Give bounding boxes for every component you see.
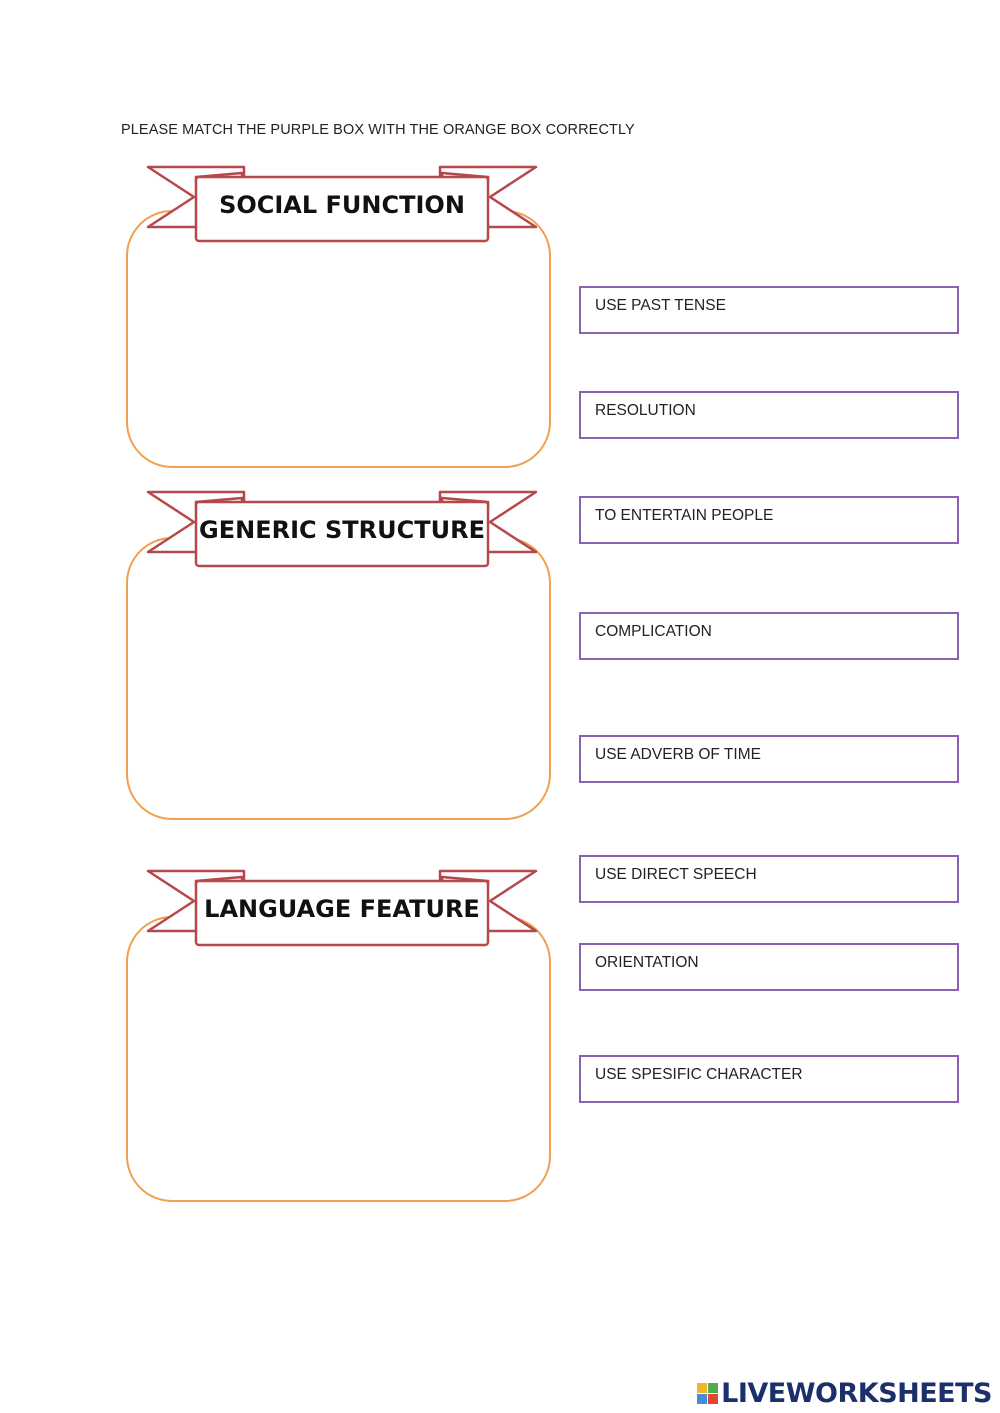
option-box[interactable]: TO ENTERTAIN PEOPLE (579, 496, 959, 544)
drop-box-social-function[interactable] (126, 210, 551, 468)
ribbon-icon (146, 490, 538, 568)
brand-name: LIVEWORKSHEETS (721, 1378, 992, 1409)
option-box[interactable]: COMPLICATION (579, 612, 959, 660)
brand-logo: LIVEWORKSHEETS (697, 1378, 992, 1409)
drop-box-generic-structure[interactable] (126, 537, 551, 820)
drop-box-language-feature[interactable] (126, 916, 551, 1202)
ribbon-icon (146, 869, 538, 947)
option-box[interactable]: USE DIRECT SPEECH (579, 855, 959, 903)
ribbon-banner: LANGUAGE FEATURE (146, 869, 538, 949)
liveworksheets-logo-icon (697, 1383, 719, 1404)
option-box[interactable]: USE SPESIFIC CHARACTER (579, 1055, 959, 1103)
instruction-text: PLEASE MATCH THE PURPLE BOX WITH THE ORA… (121, 122, 635, 138)
option-box[interactable]: USE PAST TENSE (579, 286, 959, 334)
option-box[interactable]: USE ADVERB OF TIME (579, 735, 959, 783)
category-title-language-feature: LANGUAGE FEATURE (204, 895, 480, 923)
option-box[interactable]: RESOLUTION (579, 391, 959, 439)
category-title-social-function: SOCIAL FUNCTION (219, 191, 465, 219)
ribbon-icon (146, 165, 538, 243)
ribbon-banner: SOCIAL FUNCTION (146, 165, 538, 245)
ribbon-banner: GENERIC STRUCTURE (146, 490, 538, 570)
category-title-generic-structure: GENERIC STRUCTURE (199, 516, 485, 544)
option-box[interactable]: ORIENTATION (579, 943, 959, 991)
